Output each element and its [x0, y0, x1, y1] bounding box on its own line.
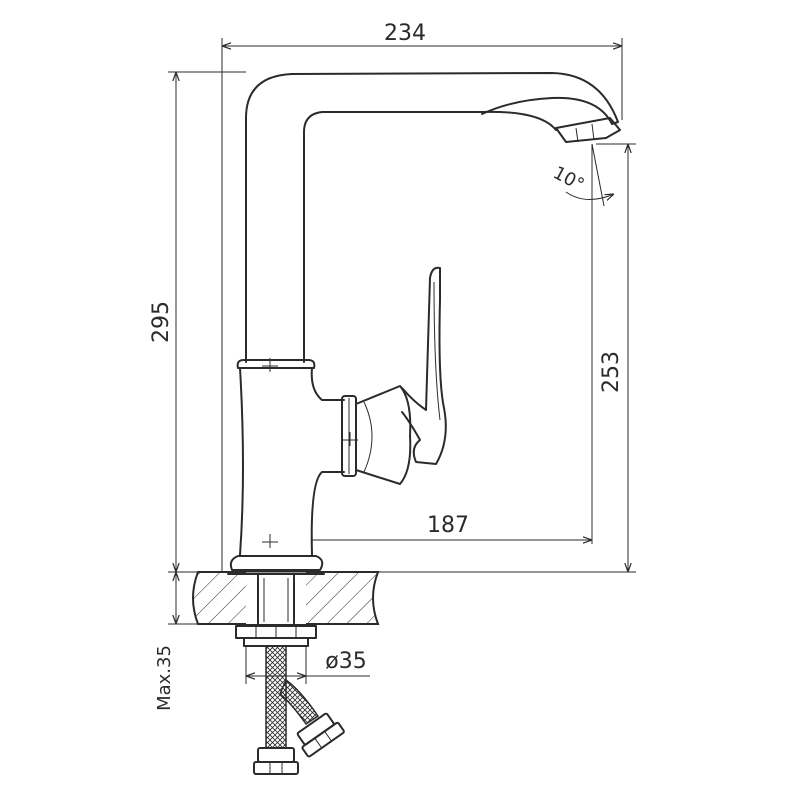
base-flange: [229, 555, 324, 571]
dim-max-thickness: Max.35: [154, 645, 175, 711]
hose-connector-vertical: [257, 747, 295, 763]
body-left: [239, 367, 244, 556]
dim-total-width: 234: [384, 21, 426, 46]
countertop-section: [192, 571, 380, 625]
body-right-lower: [310, 471, 345, 556]
upper-collar: [236, 359, 316, 369]
lever-handle: [401, 266, 447, 465]
dim-mount-hole: ø35: [325, 649, 366, 674]
spout-outer: [245, 72, 619, 363]
dim-total-height: 295: [149, 301, 174, 343]
body-right-upper: [310, 367, 345, 401]
washer: [243, 637, 309, 647]
cartridge-housing: [355, 385, 412, 485]
supply-hoses: [253, 645, 345, 775]
dim-spout-angle: 10°: [550, 162, 588, 196]
dim-spout-height: 253: [599, 351, 624, 393]
hose-bent: [279, 678, 320, 726]
spout-inner: [303, 110, 557, 363]
dimension-lines: [168, 38, 636, 684]
dim-spout-reach: 187: [427, 513, 469, 538]
faucet-body: [227, 72, 621, 575]
aerator: [555, 117, 621, 143]
